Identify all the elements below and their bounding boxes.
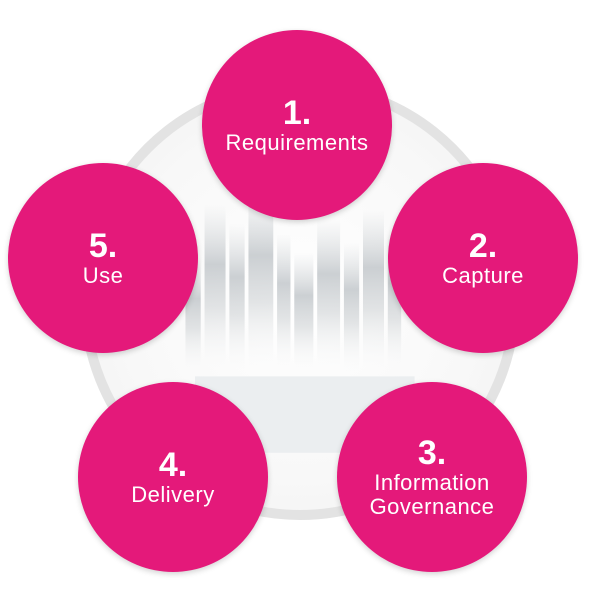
step-4-delivery: 4. Delivery — [78, 382, 268, 572]
step-5-use: 5. Use — [8, 163, 198, 353]
step-label: Use — [82, 263, 124, 288]
step-label: Capture — [442, 263, 524, 288]
step-label: Information Governance — [369, 470, 495, 519]
step-number: 1. — [282, 94, 312, 132]
step-2-capture: 2. Capture — [388, 163, 578, 353]
step-label: Delivery — [131, 482, 215, 507]
step-label: Requirements — [225, 130, 369, 155]
step-number: 3. — [417, 434, 447, 472]
step-1-requirements: 1. Requirements — [202, 30, 392, 220]
step-number: 5. — [88, 227, 118, 265]
step-number: 2. — [468, 227, 498, 265]
step-3-information-governance: 3. Information Governance — [337, 382, 527, 572]
step-number: 4. — [158, 446, 188, 484]
